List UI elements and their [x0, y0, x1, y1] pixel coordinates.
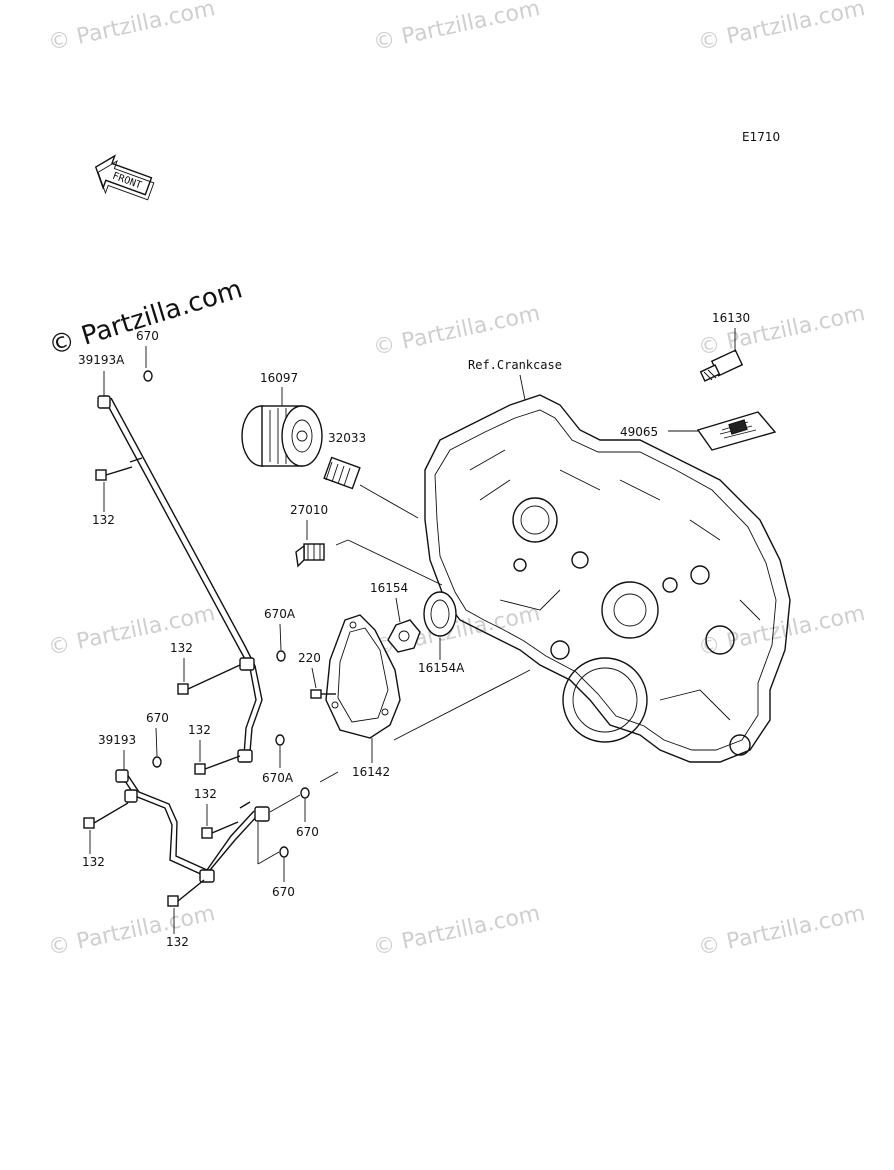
caution-label-49065: [696, 411, 777, 451]
bolt-132: [95, 466, 133, 481]
oil-pump-inner-rotor: [387, 619, 421, 653]
watermark-text: © Partzilla.com: [371, 901, 542, 961]
o-ring-670: [152, 756, 162, 768]
callout-27010: 27010: [290, 503, 328, 517]
o-ring-670A: [276, 650, 286, 662]
callout-220: 220: [298, 651, 321, 665]
leader-line: [359, 484, 419, 519]
callout-670A-b: 670A: [262, 771, 294, 785]
crankcase-reference-label: Ref.Crankcase: [468, 358, 562, 372]
callout-132-d: 132: [82, 855, 105, 869]
o-ring-670: [279, 846, 289, 858]
leader-line: [393, 669, 531, 741]
watermark-text: © Partzilla.com: [696, 0, 867, 56]
oil-filter-fitting: [323, 456, 361, 490]
watermark-text: © Partzilla.com: [46, 901, 217, 961]
callout-670-mid: 670: [146, 711, 169, 725]
leader-line: [519, 374, 526, 401]
callout-39193: 39193: [98, 733, 136, 747]
oil-pipe-39193A: [97, 395, 263, 763]
callout-49065: 49065: [620, 425, 658, 439]
diagram-code: E1710: [742, 130, 780, 144]
leader-line: [279, 623, 282, 651]
front-arrow-icon: FRONT: [94, 154, 155, 201]
callout-132-a: 132: [92, 513, 115, 527]
watermark-text: © Partzilla.com: [696, 601, 867, 661]
leader-line: [335, 539, 349, 546]
callout-32033: 32033: [328, 431, 366, 445]
callout-670-b: 670: [296, 825, 319, 839]
callout-16130: 16130: [712, 311, 750, 325]
callout-132-c: 132: [188, 723, 211, 737]
leader-line: [311, 667, 317, 689]
bolt-132: [201, 821, 239, 839]
oil-filter: [241, 405, 323, 467]
oil-pipe-39193: [115, 769, 270, 883]
o-ring-670: [300, 787, 310, 799]
watermark-text: © Partzilla.com: [696, 901, 867, 961]
callout-39193A: 39193A: [78, 353, 125, 367]
callout-132-f: 132: [166, 935, 189, 949]
callout-132-b: 132: [170, 641, 193, 655]
bolt-132: [83, 802, 129, 829]
oil-pressure-switch: [295, 543, 325, 568]
watermark-text: © Partzilla.com: [371, 301, 542, 361]
leader-line: [395, 597, 401, 623]
callout-670-c: 670: [272, 885, 295, 899]
oil-pump-outer-rotor: [423, 591, 457, 637]
callout-670-top: 670: [136, 329, 159, 343]
leader-line: [269, 794, 301, 813]
callout-132-e: 132: [194, 787, 217, 801]
bolt-132: [177, 664, 241, 695]
oil-pump-cover: [325, 614, 401, 739]
bolt-132: [167, 879, 205, 907]
callout-16154A: 16154A: [418, 661, 465, 675]
bolt-132: [194, 755, 241, 775]
watermark-text: © Partzilla.com: [46, 0, 217, 56]
leader-line: [155, 727, 158, 757]
sensor-16130: [699, 349, 744, 382]
callout-670A-a: 670A: [264, 607, 296, 621]
callout-16154: 16154: [370, 581, 408, 595]
watermark-text: © Partzilla.com: [371, 0, 542, 56]
leader-line: [257, 851, 280, 865]
leader-line: [347, 539, 443, 586]
o-ring-670: [143, 370, 153, 382]
callout-16142: 16142: [352, 765, 390, 779]
o-ring-670A: [275, 734, 285, 746]
screw-220: [310, 689, 336, 699]
callout-16097: 16097: [260, 371, 298, 385]
crankcase-housing: [424, 394, 791, 763]
leader-line: [319, 771, 339, 783]
